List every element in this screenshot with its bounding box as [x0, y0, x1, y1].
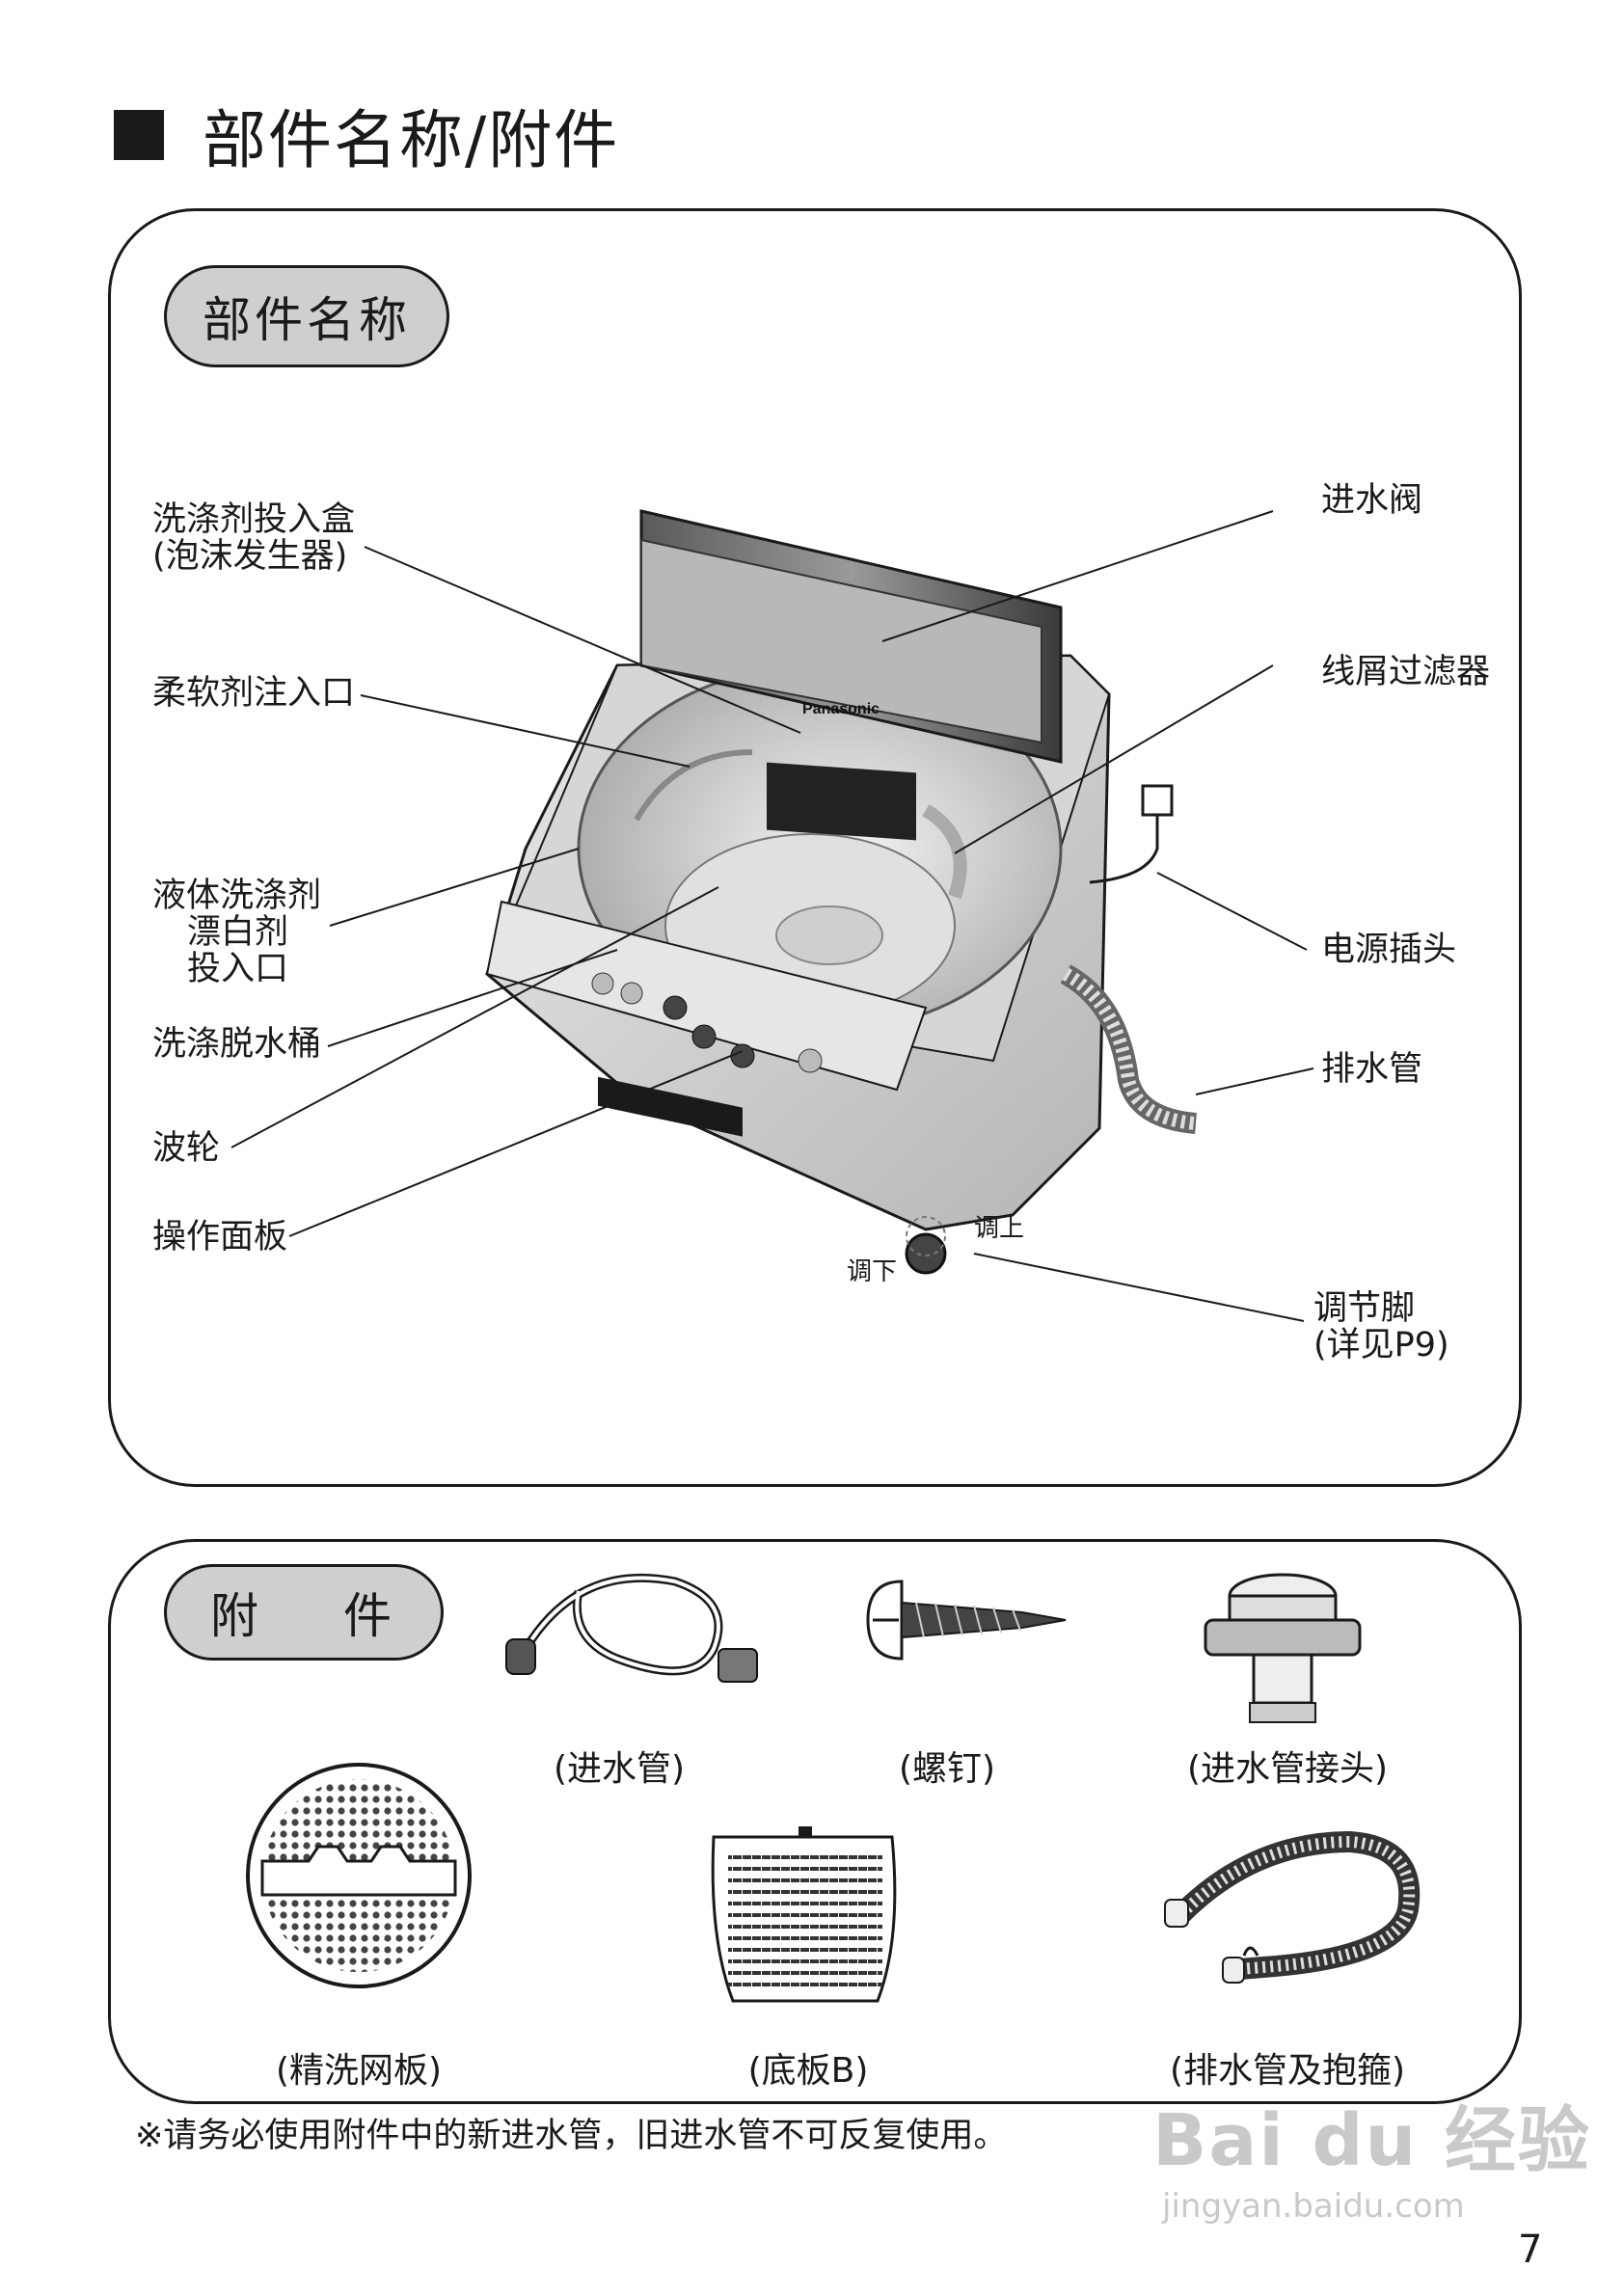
label-leveling-foot: 调节脚 (详见P9) — [1313, 1290, 1449, 1364]
label-adjust-up: 调上 — [974, 1214, 1025, 1243]
watermark-logo: Bai du 经验 — [1152, 2099, 1591, 2182]
caption-hose-connector: (进水管接头) — [1186, 1749, 1389, 1789]
caption-drain-hose-clamp: (排水管及抱箍) — [1169, 2051, 1406, 2091]
caption-inlet-hose: (进水管) — [553, 1749, 686, 1789]
label-lint-filter: 线屑过滤器 — [1321, 653, 1491, 691]
label-liquid-line1: 液体洗涤剂 — [152, 877, 322, 915]
screw-icon — [866, 1580, 1067, 1661]
label-detergent-box: 洗涤剂投入盒 (泡沫发生器) — [152, 501, 355, 575]
inlet-hose-icon — [505, 1573, 758, 1683]
section-title: 部件名称/附件 — [114, 96, 619, 177]
label-detergent-box-line1: 洗涤剂投入盒 — [152, 500, 356, 539]
label-drain-hose: 排水管 — [1321, 1050, 1423, 1089]
label-inlet-valve: 进水阀 — [1321, 481, 1423, 520]
parts-heading: 部件名称 — [164, 265, 449, 367]
label-pulsator: 波轮 — [152, 1129, 221, 1168]
footnote: ※请务必使用附件中的新进水管，旧进水管不可反复使用。 — [135, 2117, 1008, 2155]
base-plate-icon — [711, 1826, 897, 2003]
label-control-panel: 操作面板 — [152, 1218, 288, 1256]
label-leveling-foot-line1: 调节脚 — [1313, 1289, 1416, 1328]
hose-connector-icon — [1204, 1573, 1362, 1723]
caption-base-plate: (底板B) — [747, 2051, 869, 2091]
accessories-heading: 附 件 — [164, 1564, 444, 1661]
drain-hose-clamp-icon — [1164, 1830, 1421, 1984]
wash-plate-icon — [246, 1763, 472, 1988]
label-leveling-foot-line2: (详见P9) — [1313, 1326, 1449, 1364]
brand-logo: Panasonic — [802, 701, 880, 717]
label-power-plug: 电源插头 — [1321, 931, 1457, 969]
label-softener-inlet: 柔软剂注入口 — [152, 674, 356, 713]
caption-screw: (螺钉) — [898, 1749, 996, 1789]
label-detergent-box-line2: (泡沫发生器) — [152, 537, 348, 576]
page-title: 部件名称/附件 — [203, 103, 620, 177]
label-liquid-inlet: 液体洗涤剂 漂白剂 投入口 — [152, 878, 321, 987]
label-liquid-line3: 投入口 — [187, 950, 289, 988]
page-number: 7 — [1518, 2228, 1543, 2272]
watermark-url: jingyan.baidu.com — [1162, 2187, 1465, 2226]
label-tub: 洗涤脱水桶 — [152, 1025, 322, 1064]
label-adjust-down: 调下 — [847, 1257, 898, 1286]
label-liquid-line2: 漂白剂 — [187, 913, 289, 952]
caption-wash-plate: (精洗网板) — [275, 2051, 443, 2091]
title-bullet-square — [114, 110, 164, 160]
